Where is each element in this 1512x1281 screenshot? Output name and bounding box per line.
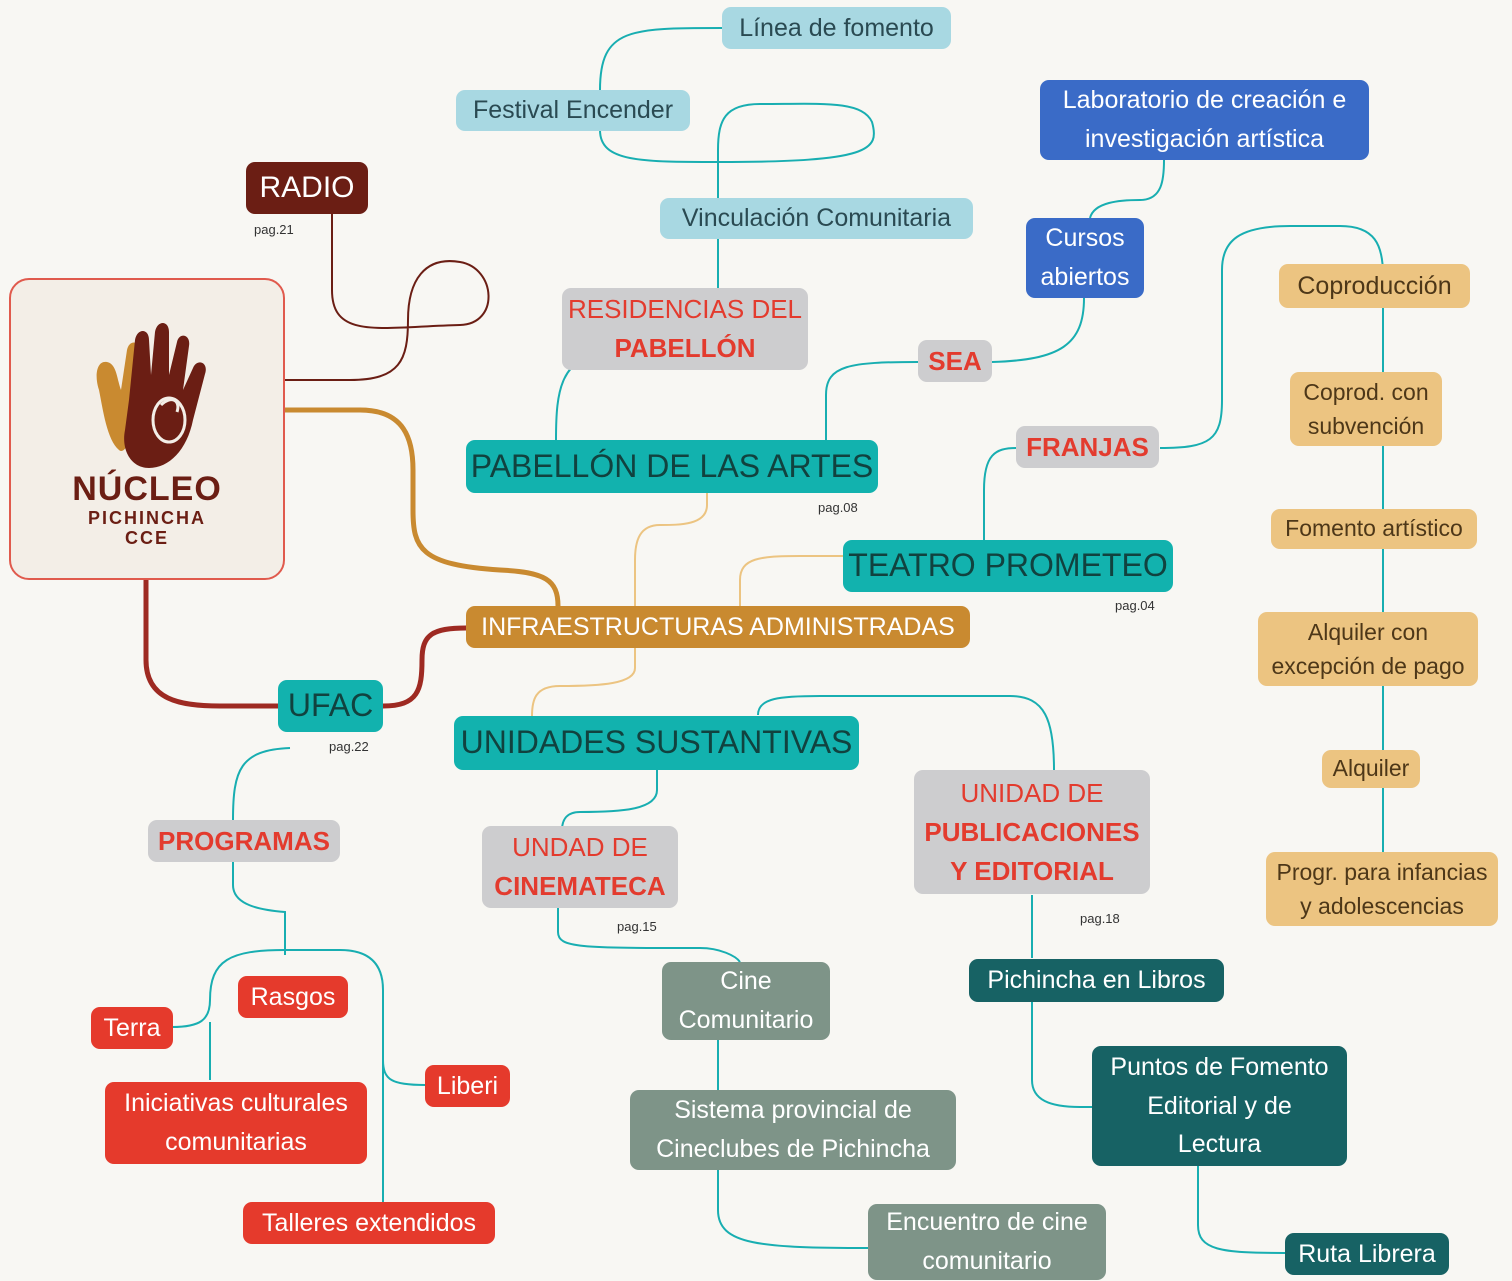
page-ref-pabellon: pag.08 [818, 500, 858, 515]
logo-title: NÚCLEO [72, 470, 222, 508]
hand-icon [96, 323, 206, 468]
node-linea-fomento[interactable]: Línea de fomento [722, 7, 951, 49]
logo-line2: PICHINCHA [87, 508, 206, 528]
node-rasgos[interactable]: Rasgos [238, 976, 348, 1018]
node-laboratorio[interactable]: Laboratorio de creación e investigación … [1040, 80, 1369, 160]
node-encuentro-cine[interactable]: Encuentro de cine comunitario [868, 1204, 1106, 1280]
nucleo-pichincha-logo: NÚCLEO PICHINCHA CCE [9, 278, 285, 580]
node-terra[interactable]: Terra [91, 1007, 173, 1049]
node-alquiler[interactable]: Alquiler [1322, 750, 1420, 788]
node-franjas[interactable]: FRANJAS [1016, 426, 1159, 468]
page-ref-cinemateca: pag.15 [617, 919, 657, 934]
node-unidad-publicaciones[interactable]: UNIDAD DE PUBLICACIONES Y EDITORIAL [914, 770, 1150, 894]
node-puntos-fomento[interactable]: Puntos de Fomento Editorial y de Lectura [1092, 1046, 1347, 1166]
node-fomento-artistico[interactable]: Fomento artístico [1271, 509, 1477, 549]
node-pichincha-libros[interactable]: Pichincha en Libros [969, 959, 1224, 1002]
node-radio[interactable]: RADIO [246, 162, 368, 214]
node-talleres-extendidos[interactable]: Talleres extendidos [243, 1202, 495, 1244]
node-coproduccion[interactable]: Coproducción [1279, 264, 1470, 308]
node-residencias-pabellon[interactable]: RESIDENCIAS DEL PABELLÓN [562, 288, 808, 370]
node-iniciativas-culturales[interactable]: Iniciativas culturales comunitarias [105, 1082, 367, 1164]
node-unidades-sustantivas[interactable]: UNIDADES SUSTANTIVAS [454, 716, 859, 770]
node-cinemateca[interactable]: UNDAD DE CINEMATECA [482, 826, 678, 908]
node-cine-comunitario[interactable]: Cine Comunitario [662, 962, 830, 1040]
node-pabellon-artes[interactable]: PABELLÓN DE LAS ARTES [466, 440, 878, 493]
page-ref-publicaciones: pag.18 [1080, 911, 1120, 926]
node-liberi[interactable]: Liberi [425, 1065, 510, 1107]
node-sistema-cineclubes[interactable]: Sistema provincial de Cineclubes de Pich… [630, 1090, 956, 1170]
node-progr-infancias[interactable]: Progr. para infancias y adolescencias [1266, 852, 1498, 926]
node-alquiler-excepcion[interactable]: Alquiler con excepción de pago [1258, 612, 1478, 686]
page-ref-teatro: pag.04 [1115, 598, 1155, 613]
page-ref-ufac: pag.22 [329, 739, 369, 754]
page-ref-radio: pag.21 [254, 222, 294, 237]
node-festival-encender[interactable]: Festival Encender [456, 90, 690, 131]
node-sea[interactable]: SEA [918, 340, 992, 382]
node-ruta-librera[interactable]: Ruta Librera [1285, 1233, 1449, 1275]
node-vinculacion-comunitaria[interactable]: Vinculación Comunitaria [660, 198, 973, 239]
node-ufac[interactable]: UFAC [278, 680, 383, 732]
node-programas[interactable]: PROGRAMAS [148, 820, 340, 862]
node-cursos-abiertos[interactable]: Cursos abiertos [1026, 218, 1144, 298]
logo-line3: CCE [124, 528, 169, 548]
node-coprod-subvencion[interactable]: Coprod. con subvención [1290, 372, 1442, 446]
node-teatro-prometeo[interactable]: TEATRO PROMETEO [843, 540, 1173, 592]
node-infraestructuras[interactable]: INFRAESTRUCTURAS ADMINISTRADAS [466, 606, 970, 648]
